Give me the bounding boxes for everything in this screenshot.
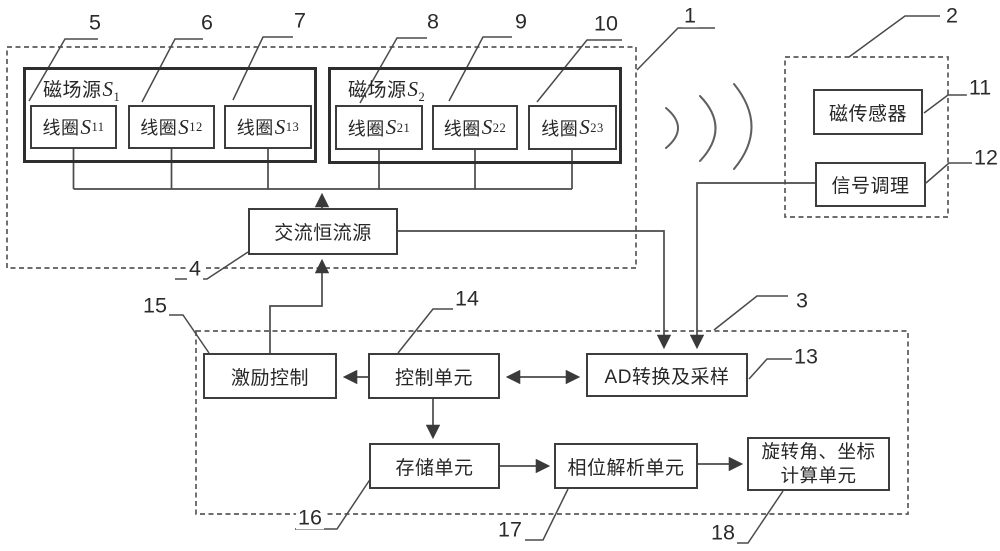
ref-label-12: 12 [972,145,1000,170]
ref-label-5: 5 [87,10,103,35]
leader-lines [28,15,973,544]
signal-conditioning-to-ad-line [689,182,815,350]
leader-8 [359,37,427,104]
leader-1 [636,27,715,71]
excitation-control-box: 激励控制 [203,353,337,399]
rotation-coordinate-calc-line2: 计算单元 [780,465,857,486]
leader-6 [141,38,203,103]
group-3-processing-dashed-box [195,330,909,515]
control-unit-box: 控制单元 [368,353,500,399]
coil-bus-lines [72,149,573,190]
ref-label-2: 2 [944,3,960,28]
storage-unit-label: 存储单元 [395,457,474,479]
field-source-1-label: 磁场源S1 [43,77,121,104]
ref-label-6: 6 [199,10,215,35]
signal-conditioning-label: 信号调理 [831,176,910,197]
ref-label-1: 1 [682,3,698,28]
ref-label-14: 14 [453,286,481,311]
phase-analysis-unit-label: 相位解析单元 [567,457,685,479]
ref-label-13: 13 [792,344,820,369]
ad-conversion-sampling-box: AD转换及采样 [586,353,748,397]
excitation-to-ac-source-line [269,258,330,353]
control-unit-label: 控制单元 [394,367,473,389]
ac-source-to-ad-line [398,230,672,350]
field-source-2-label: 磁场源S2 [348,77,426,104]
field-source-1-box: 磁场源S1 [23,67,317,163]
field-source-2-box: 磁场源S2 [328,67,622,164]
rotation-coordinate-calc-box: 旋转角、坐标 计算单元 [747,437,890,491]
leader-9 [448,36,512,102]
group-2-sensor-dashed-box [784,56,949,218]
magnetic-sensor-label: 磁传感器 [828,103,907,125]
signal-conditioning-box: 信号调理 [815,162,926,207]
ref-label-4: 4 [187,256,203,281]
ref-label-9: 9 [513,9,529,34]
leader-17 [525,488,569,541]
phase-analysis-unit-box: 相位解析单元 [554,443,698,489]
leader-12 [925,162,973,184]
rotation-coordinate-calc-line1: 旋转角、坐标 [761,440,876,462]
excitation-control-label: 激励控制 [230,367,309,389]
ref-label-10: 10 [592,11,620,36]
ref-label-18: 18 [709,520,737,545]
leader-15 [168,314,210,354]
magnetic-sensor-box: 磁传感器 [813,89,923,135]
ref-label-8: 8 [425,9,441,34]
ref-label-7: 7 [292,8,308,33]
leader-2 [848,15,940,58]
ac-constant-current-source-label: 交流恒流源 [274,223,372,244]
ad-conversion-sampling-label: AD转换及采样 [604,366,730,388]
leader-11 [923,94,968,114]
wireless-signal-icon [665,83,753,170]
ac-constant-current-source-box: 交流恒流源 [248,208,398,255]
ref-label-3: 3 [794,288,810,313]
storage-unit-box: 存储单元 [369,443,500,489]
ref-label-17: 17 [496,517,524,542]
ref-label-11: 11 [966,75,994,100]
ref-label-15: 15 [141,293,169,318]
leader-4 [175,251,249,280]
leader-16 [295,477,372,530]
ref-label-16: 16 [296,505,324,530]
leader-10 [536,39,622,103]
leader-5 [28,38,98,102]
leader-7 [232,36,293,101]
leader-13 [748,358,793,380]
leader-18 [737,490,784,544]
leader-3 [713,295,788,331]
